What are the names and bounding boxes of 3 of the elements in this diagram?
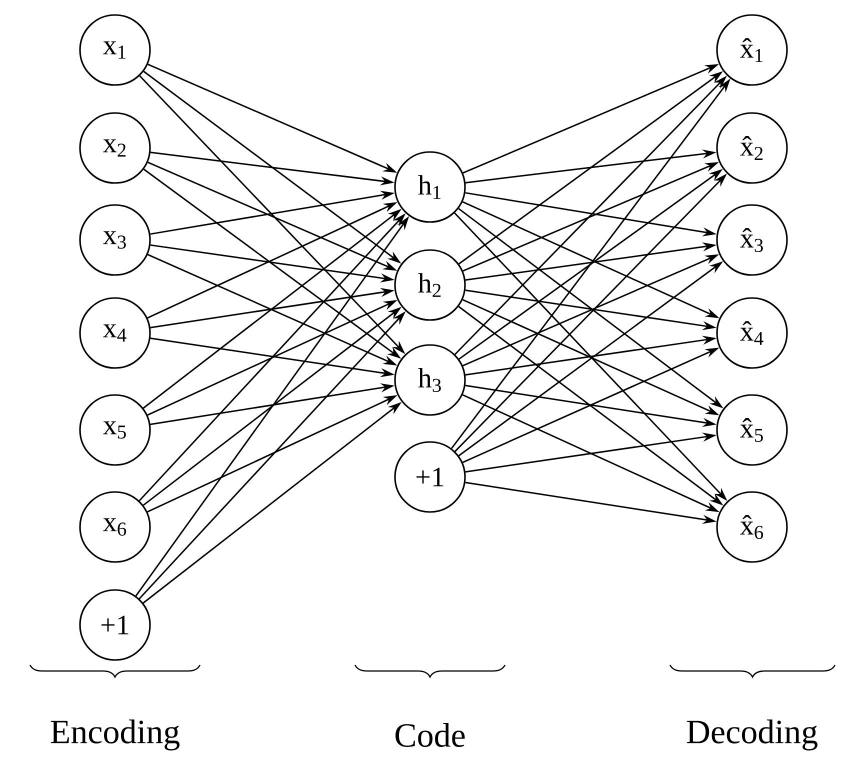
section-label: Decoding	[686, 720, 818, 750]
section-label: Code	[396, 723, 465, 747]
section-label: Encoding	[50, 720, 180, 750]
